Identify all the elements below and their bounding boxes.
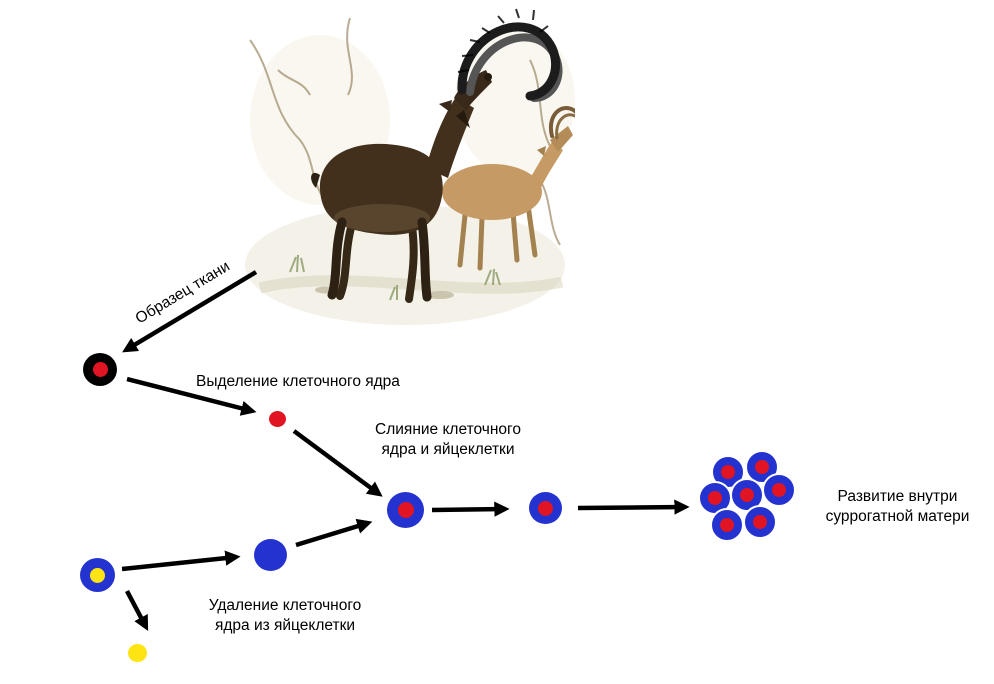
background-ibex — [442, 106, 575, 271]
fused-cell-nucleus — [397, 502, 414, 518]
embryo-cell-nucleus — [755, 460, 769, 474]
fused-cell — [387, 492, 424, 528]
embryo-cell-nucleus — [740, 488, 754, 502]
enucleated-egg-cell — [254, 539, 287, 571]
arrow-egg-to-enucleated — [121, 550, 241, 572]
embryo-cell-nucleus — [721, 465, 735, 479]
egg-cell-nucleus — [90, 567, 105, 583]
ibex-illustration — [245, 8, 575, 325]
zygote-cell — [529, 492, 562, 524]
embryo-cluster — [698, 450, 799, 552]
arrow-zygote-to-embryo — [577, 499, 690, 515]
isolated-nucleus — [269, 411, 286, 427]
arrow-fused-to-zygote — [431, 501, 510, 517]
egg-cell — [80, 558, 115, 592]
embryo-cell-nucleus — [772, 483, 786, 497]
main-ibex — [311, 8, 563, 303]
grass-tufts — [289, 254, 501, 301]
label-nucleus-isolation: Выделение клеточного ядра — [196, 373, 400, 390]
label-development: Развитие внутри суррогатной матери — [825, 488, 970, 526]
label-fusion: Слияние клеточного ядра и яйцеклетки — [375, 421, 521, 459]
embryo-cell-nucleus — [753, 515, 767, 529]
embryo-cell — [762, 473, 796, 507]
embryo-cell — [710, 508, 744, 542]
zygote-cell-nucleus — [538, 500, 553, 516]
embryo-cell-nucleus — [720, 518, 734, 532]
arrow-egg-to-fusion — [295, 518, 373, 548]
label-nucleus-removal: Удаление клеточного ядра из яйцеклетки — [208, 597, 362, 635]
embryo-cell-nucleus — [708, 491, 722, 505]
removed-nucleus — [128, 644, 147, 662]
somatic-cell-nucleus — [92, 362, 108, 377]
embryo-cell — [743, 505, 777, 539]
somatic-cell — [83, 353, 117, 386]
arrow-nucleus-removal — [125, 589, 149, 632]
